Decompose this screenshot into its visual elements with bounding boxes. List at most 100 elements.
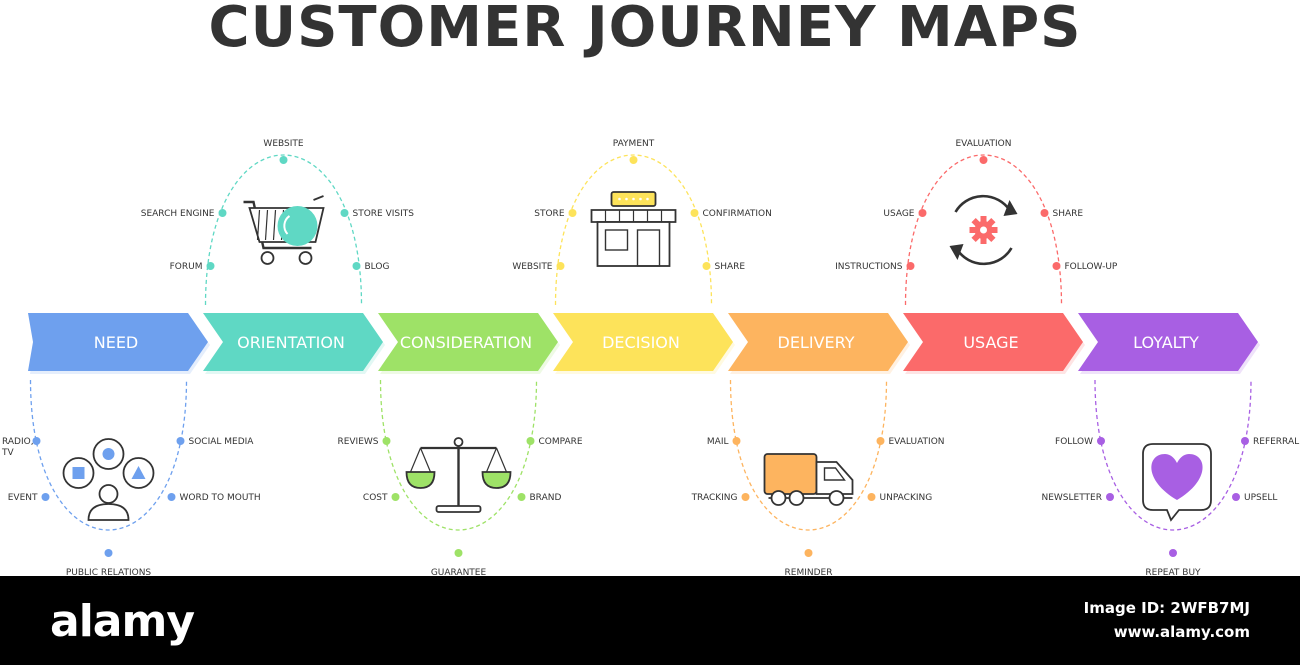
touchpoint-label: COMPARE xyxy=(539,437,583,447)
touchpoint-loop-usage: INSTRUCTIONS USAGE EVALUATION SHARE FOLLOW-U… xyxy=(835,139,1118,306)
stage-arrow xyxy=(553,313,733,371)
watermark-logo: alamy xyxy=(50,596,194,647)
touchpoint-label: SEARCH ENGINE xyxy=(141,209,215,219)
touchpoint-label: REFERRAL xyxy=(1253,437,1299,447)
stage-arrow xyxy=(203,313,383,371)
touchpoint-label: GUARANTEE xyxy=(431,568,487,578)
touchpoint-label: MAIL xyxy=(707,437,729,447)
touchpoint-loop-delivery: MAIL TRACKING REMINDER UNPACKING EVALUATION xyxy=(691,379,945,578)
touchpoint-dot xyxy=(629,156,638,164)
touchpoint-label: USAGE xyxy=(883,209,914,219)
touchpoint-label: NEWSLETTER xyxy=(1041,493,1102,503)
touchpoint-dot xyxy=(702,262,711,270)
page-title: CUSTOMER JOURNEY MAPS xyxy=(209,0,1082,60)
stage-label: DELIVERY xyxy=(778,333,855,352)
touchpoint-label: WEBSITE xyxy=(263,139,303,149)
touchpoint-path xyxy=(904,154,1063,306)
touchpoint-label: REMINDER xyxy=(785,568,833,578)
stage-delivery: DELIVERY xyxy=(728,313,910,374)
touchpoint-dot xyxy=(526,437,535,445)
touchpoint-label: BRAND xyxy=(530,493,562,503)
touchpoint-dot xyxy=(1169,549,1177,557)
touchpoint-label: PUBLIC RELATIONS xyxy=(66,568,152,578)
stage-label: ORIENTATION xyxy=(237,333,345,352)
touchpoint-dot xyxy=(167,493,176,501)
journey-stages: NEED ORIENTATION CONSIDERATION DECISION DELI… xyxy=(28,313,1260,374)
watermark-url: www.alamy.com xyxy=(1114,623,1250,641)
touchpoint-dot xyxy=(690,209,699,217)
heart-chat-icon xyxy=(1142,443,1212,522)
touchpoint-loop-decision: WEBSITE STORE PAYMENT CONFIRMATION SHARE xyxy=(512,139,772,306)
stage-arrow xyxy=(1078,313,1258,371)
touchpoint-label: REVIEWS xyxy=(337,437,378,447)
touchpoint-label: EVALUATION xyxy=(889,437,945,447)
touchpoint-label: WEBSITE xyxy=(512,262,552,272)
touchpoint-label: UNPACKING xyxy=(880,493,933,503)
touchpoint-label: UPSELL xyxy=(1244,493,1277,503)
cycle-gear-icon xyxy=(949,194,1018,266)
touchpoint-dot xyxy=(1097,437,1105,445)
touchpoint-dot xyxy=(517,493,526,501)
stage-icons xyxy=(62,191,1212,522)
stage-decision: DECISION xyxy=(553,313,735,374)
touchpoint-dot xyxy=(382,437,391,445)
touchpoint-dot xyxy=(391,493,400,501)
storefront-icon xyxy=(590,191,677,267)
touchpoint-label: SOCIAL MEDIA xyxy=(189,437,255,447)
touchpoint-dot xyxy=(206,262,215,270)
stage-consideration: CONSIDERATION xyxy=(378,313,560,374)
touchpoint-label: STORE xyxy=(534,209,565,219)
shopping-cart-icon xyxy=(243,195,325,265)
touchpoint-path xyxy=(554,154,713,306)
touchpoint-dot xyxy=(979,156,988,164)
stage-loyalty: LOYALTY xyxy=(1078,313,1260,374)
watermark-image-id: Image ID: 2WFB7MJ xyxy=(1084,599,1250,617)
touchpoint-label: SHARE xyxy=(715,262,746,272)
touchpoint-dot xyxy=(104,549,113,557)
touchpoint-label: INSTRUCTIONS xyxy=(835,262,903,272)
touchpoint-dot xyxy=(1241,437,1249,445)
touchpoint-label: PAYMENT xyxy=(613,139,655,149)
touchpoint-label: CONFIRMATION xyxy=(703,209,772,219)
touchpoint-dot xyxy=(906,262,915,270)
touchpoint-path xyxy=(204,154,363,306)
stage-label: DECISION xyxy=(602,333,680,352)
stage-label: USAGE xyxy=(963,333,1018,352)
touchpoint-dot xyxy=(1106,493,1114,501)
delivery-truck-icon xyxy=(763,453,854,506)
touchpoint-label: SHARE xyxy=(1053,209,1084,219)
touchpoint-dot xyxy=(732,437,741,445)
stage-label: NEED xyxy=(94,333,139,352)
touchpoint-dot xyxy=(876,437,885,445)
watermark-bar xyxy=(0,576,1300,665)
touchpoint-label: WORD TO MOUTH xyxy=(180,493,261,503)
stage-arrow xyxy=(903,313,1083,371)
touchpoint-label: EVALUATION xyxy=(955,139,1011,149)
touchpoint-label: BLOG xyxy=(365,262,390,272)
touchpoint-label: FOLLOW-UP xyxy=(1065,262,1118,272)
touchpoint-dot xyxy=(568,209,577,217)
touchpoint-label: FOLLOW xyxy=(1055,437,1093,447)
touchpoint-loop-consideration: REVIEWS COST GUARANTEE BRAND COMPARE xyxy=(337,379,583,578)
touchpoint-dot xyxy=(804,549,813,557)
touchpoint-dot xyxy=(41,493,50,501)
touchpoint-dot xyxy=(1040,209,1049,217)
stage-arrow xyxy=(28,313,208,371)
touchpoint-dot xyxy=(867,493,876,501)
touchpoint-label: STORE VISITS xyxy=(353,209,415,219)
touchpoint-dot xyxy=(454,549,463,557)
people-shapes-icon xyxy=(62,438,155,521)
touchpoint-path xyxy=(1094,379,1252,531)
touchpoint-dot xyxy=(556,262,565,270)
stage-need: NEED xyxy=(28,313,210,374)
touchpoint-label: TRACKING xyxy=(691,493,738,503)
touchpoint-label: COST xyxy=(363,493,388,503)
touchpoint-path xyxy=(379,379,538,531)
touchpoint-dot xyxy=(32,437,41,445)
touchpoint-dot xyxy=(176,437,185,445)
touchpoint-dot xyxy=(918,209,927,217)
touchpoint-label: RADIO,TV xyxy=(1,437,34,458)
